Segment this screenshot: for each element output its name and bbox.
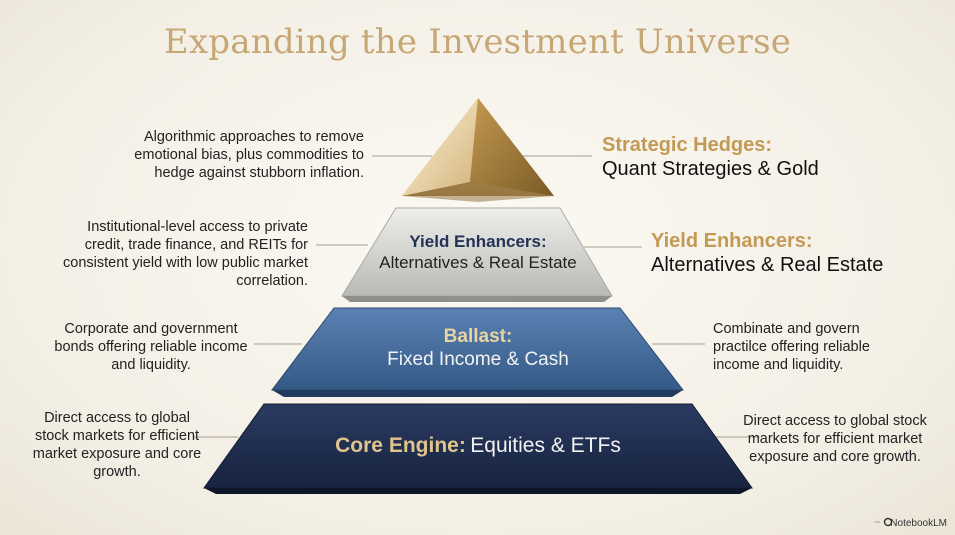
note-ballast-left: Corporate and government bonds offering … <box>54 321 248 373</box>
note-ballast-right: Combinate and govern practilce offering … <box>713 321 870 373</box>
tier-heading-core-engine: Core Engine: <box>335 434 466 457</box>
label-yield-enhancers-heading: Yield Enhancers: <box>651 230 813 252</box>
note-core-engine-left: Direct access to global stock markets fo… <box>32 410 202 480</box>
notebooklm-logo-icon <box>883 517 893 527</box>
page-title: Expanding the Investment Universe <box>163 22 792 62</box>
note-strategic-hedges: Algorithmic approaches to remove emotion… <box>134 129 364 181</box>
label-strategic-hedges-subtitle: Quant Strategies & Gold <box>602 158 819 180</box>
tier-heading-yield-enhancers: Yield Enhancers: <box>409 232 547 251</box>
label-strategic-hedges: Strategic Hedges: Quant Strategies & Gol… <box>602 133 862 181</box>
brand-label: NotebookLM <box>890 518 947 529</box>
tier-subtitle-ballast: Fixed Income & Cash <box>387 349 569 370</box>
tier-subtitle-core-engine: Equities & ETFs <box>470 434 621 457</box>
label-strategic-hedges-heading: Strategic Hedges: <box>602 134 773 156</box>
note-core-engine-right: Direct access to global stock markets fo… <box>743 413 927 465</box>
label-yield-enhancers: Yield Enhancers: Alternatives & Real Est… <box>651 229 931 277</box>
tier-subtitle-yield-enhancers: Alternatives & Real Estate <box>379 253 577 272</box>
label-yield-enhancers-subtitle: Alternatives & Real Estate <box>651 254 884 276</box>
tier-label-core-engine: Core Engine: Equities & ETFs <box>290 434 666 458</box>
tier-core-engine <box>203 403 753 494</box>
note-yield-enhancers: Institutional-level access to private cr… <box>63 219 308 289</box>
tier-strategic-hedges <box>402 98 554 202</box>
tier-heading-ballast: Ballast: <box>443 326 513 347</box>
tier-label-ballast: Ballast: Fixed Income & Cash <box>350 326 606 372</box>
tier-label-yield-enhancers: Yield Enhancers: Alternatives & Real Est… <box>360 232 596 274</box>
tier-yield-enhancers <box>341 207 613 302</box>
tier-ballast <box>270 307 685 397</box>
